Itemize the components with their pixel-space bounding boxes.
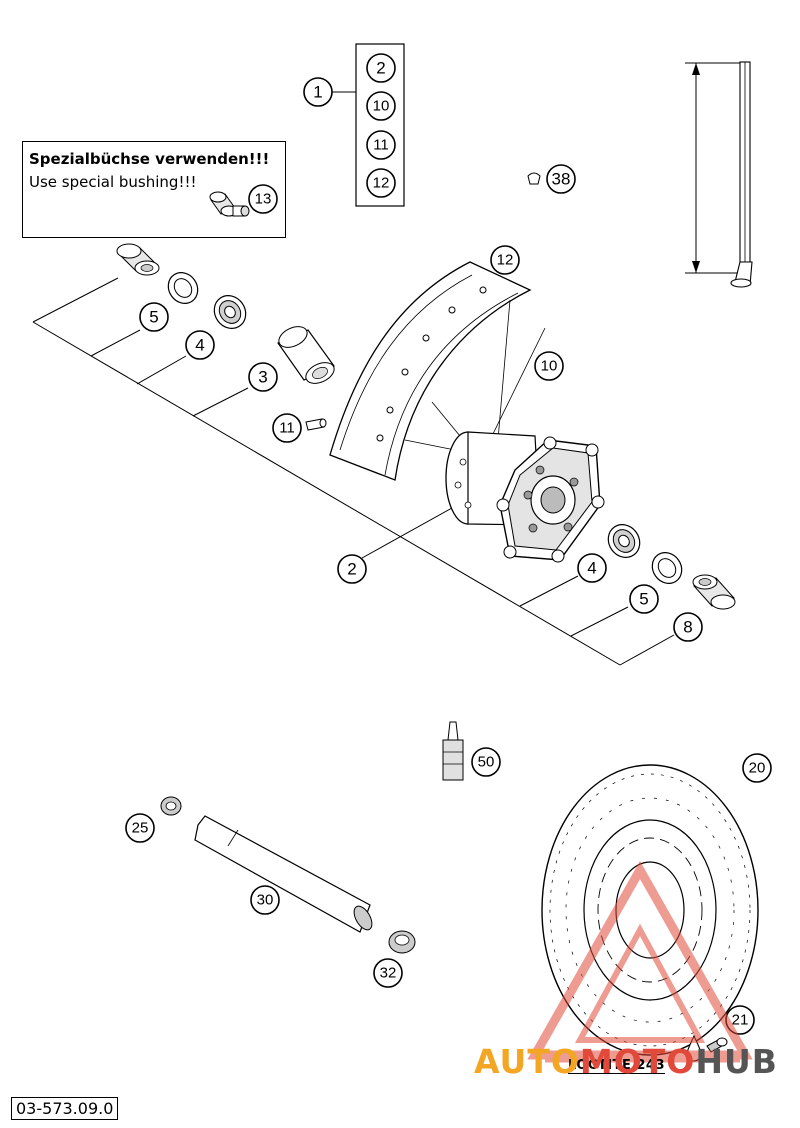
callout-50[interactable]: 50 (471, 747, 501, 777)
svg-text:5: 5 (149, 308, 158, 327)
callout-11[interactable]: 11 (272, 413, 302, 443)
nipple-38 (527, 172, 541, 185)
svg-text:20: 20 (749, 760, 766, 777)
callout-3[interactable]: 3 (248, 362, 278, 392)
svg-text:8: 8 (683, 618, 692, 637)
disc-screw-21 (706, 1037, 728, 1053)
svg-text:4: 4 (587, 559, 596, 578)
warning-triangle-logo (527, 860, 753, 1063)
seal-left (167, 272, 199, 304)
spoke-dimension (685, 61, 753, 288)
svg-text:11: 11 (279, 420, 295, 437)
svg-text:11: 11 (373, 137, 389, 154)
callout-20[interactable]: 20 (742, 753, 772, 783)
spacer-tube (277, 326, 335, 384)
svg-text:21: 21 (732, 1012, 749, 1029)
svg-text:12: 12 (373, 175, 390, 192)
callout-10-group[interactable]: 10 (366, 91, 396, 121)
callout-4-left[interactable]: 4 (185, 330, 215, 360)
assembly-axis-lines (32, 277, 675, 666)
svg-text:3: 3 (258, 368, 267, 387)
callout-2-group[interactable]: 2 (366, 53, 396, 83)
loctite-label: LOCTITE 243 (568, 1058, 666, 1074)
svg-text:32: 32 (380, 965, 397, 982)
note-subtitle: Use special bushing!!! (29, 173, 197, 191)
svg-text:10: 10 (373, 98, 390, 115)
callout-2[interactable]: 2 (337, 554, 367, 584)
svg-text:25: 25 (132, 820, 149, 837)
assembly-group: 1 2 10 11 12 (303, 43, 405, 207)
callout-4-right[interactable]: 4 (577, 553, 607, 583)
svg-text:50: 50 (478, 754, 495, 771)
rim-segment (329, 261, 532, 481)
bearing-right (607, 524, 641, 558)
brake-disc (541, 764, 759, 1056)
svg-text:30: 30 (257, 892, 274, 909)
note-title: Spezialbüchse verwenden!!! (29, 150, 270, 168)
watermark-part3: HUB (695, 1042, 778, 1081)
valve-11 (305, 418, 327, 431)
special-bushing-note: Spezialbüchse verwenden!!! Use special b… (22, 141, 286, 238)
callout-1[interactable]: 1 (303, 77, 333, 107)
callout-11-group[interactable]: 11 (366, 130, 396, 160)
svg-text:1: 1 (313, 83, 322, 102)
callout-38[interactable]: 38 (546, 164, 576, 194)
svg-text:5: 5 (639, 590, 648, 609)
axle-30 (194, 815, 373, 933)
svg-text:4: 4 (195, 336, 204, 355)
svg-text:2: 2 (347, 560, 356, 579)
seal-right (651, 552, 683, 584)
hub (445, 431, 605, 563)
callout-5-left[interactable]: 5 (139, 302, 169, 332)
svg-text:2: 2 (376, 59, 385, 78)
watermark-part2: MOTO (579, 1042, 696, 1081)
special-bushing-part: 13 (209, 184, 278, 217)
bushing-right (692, 574, 736, 610)
callout-13[interactable]: 13 (255, 191, 272, 208)
callout-30[interactable]: 30 (250, 885, 280, 915)
svg-text:10: 10 (541, 358, 558, 375)
loctite-bottle-50 (442, 721, 464, 781)
watermark-part1: AUTO (474, 1042, 580, 1081)
axle-nut-25 (160, 796, 182, 816)
callout-5-right[interactable]: 5 (629, 584, 659, 614)
callout-25[interactable]: 25 (125, 813, 155, 843)
axle-bolt-32 (388, 930, 416, 954)
bushing-left (116, 243, 160, 276)
callout-32[interactable]: 32 (373, 958, 403, 988)
svg-text:38: 38 (552, 170, 571, 189)
bearing-left (213, 295, 247, 329)
svg-text:12: 12 (497, 252, 514, 269)
callout-12[interactable]: 12 (490, 245, 520, 275)
callout-12-group[interactable]: 12 (366, 168, 396, 198)
part-code: 03-573.09.0 (11, 1097, 119, 1120)
watermark-brand: AUTOMOTOHUB (474, 1042, 778, 1081)
callout-8[interactable]: 8 (673, 612, 703, 642)
callout-10[interactable]: 10 (534, 351, 564, 381)
